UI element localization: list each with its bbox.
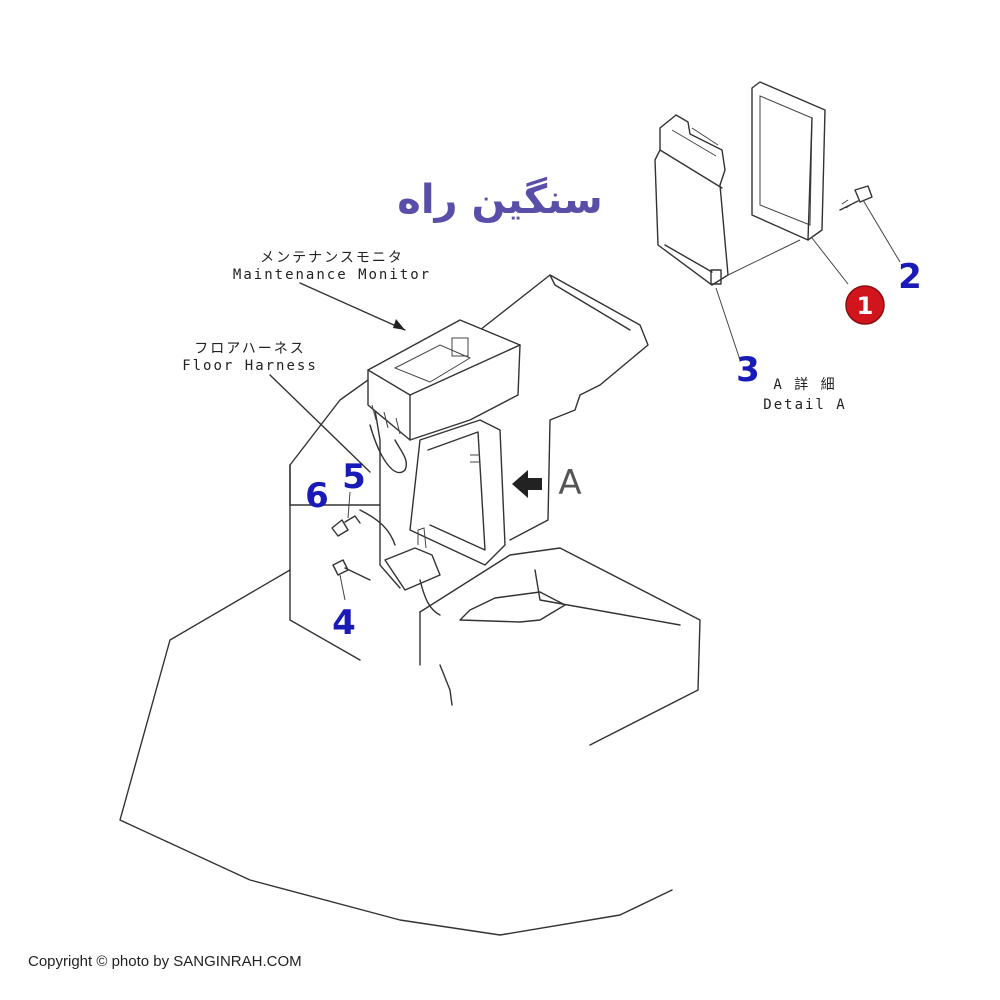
floor-harness — [359, 424, 441, 616]
copyright-notice: Copyright © photo by SANGINRAH.COM — [28, 953, 302, 970]
sanginrah-logo: سنگین راه — [397, 176, 603, 223]
callout-4: 4 — [332, 603, 356, 643]
floor-harness-jp-label: フロアハーネス — [194, 341, 305, 357]
detail-a-jp-label: A 詳 細 — [773, 377, 836, 393]
clamp-6 — [331, 515, 361, 537]
callout-5: 5 — [342, 457, 366, 497]
logo-text: سنگین راه — [397, 176, 603, 223]
callout-2: 2 — [898, 257, 922, 297]
body-outline — [119, 569, 673, 936]
callout-3: 3 — [736, 350, 760, 390]
maintenance-monitor-jp-label: メンテナンスモニタ — [260, 250, 404, 266]
label-leaders — [269, 282, 406, 601]
maintenance-monitor — [367, 319, 521, 441]
bolt-4 — [332, 559, 371, 581]
console-assembly — [289, 274, 701, 746]
callout-1-badge: 1 — [845, 285, 885, 325]
view-a-letter: A — [558, 463, 581, 503]
detail-a-bracket — [654, 114, 729, 286]
detail-a-monitor — [751, 81, 826, 241]
callout-1: 1 — [857, 292, 874, 320]
detail-a-leaders — [715, 199, 901, 361]
monitor-bracket — [384, 419, 506, 591]
detail-a-en-label: Detail A — [763, 397, 846, 413]
detail-a-bolt — [839, 185, 873, 211]
view-a-arrow — [512, 470, 542, 498]
maintenance-monitor-en-label: Maintenance Monitor — [233, 267, 431, 283]
callout-6: 6 — [305, 476, 329, 516]
floor-harness-en-label: Floor Harness — [182, 358, 318, 374]
